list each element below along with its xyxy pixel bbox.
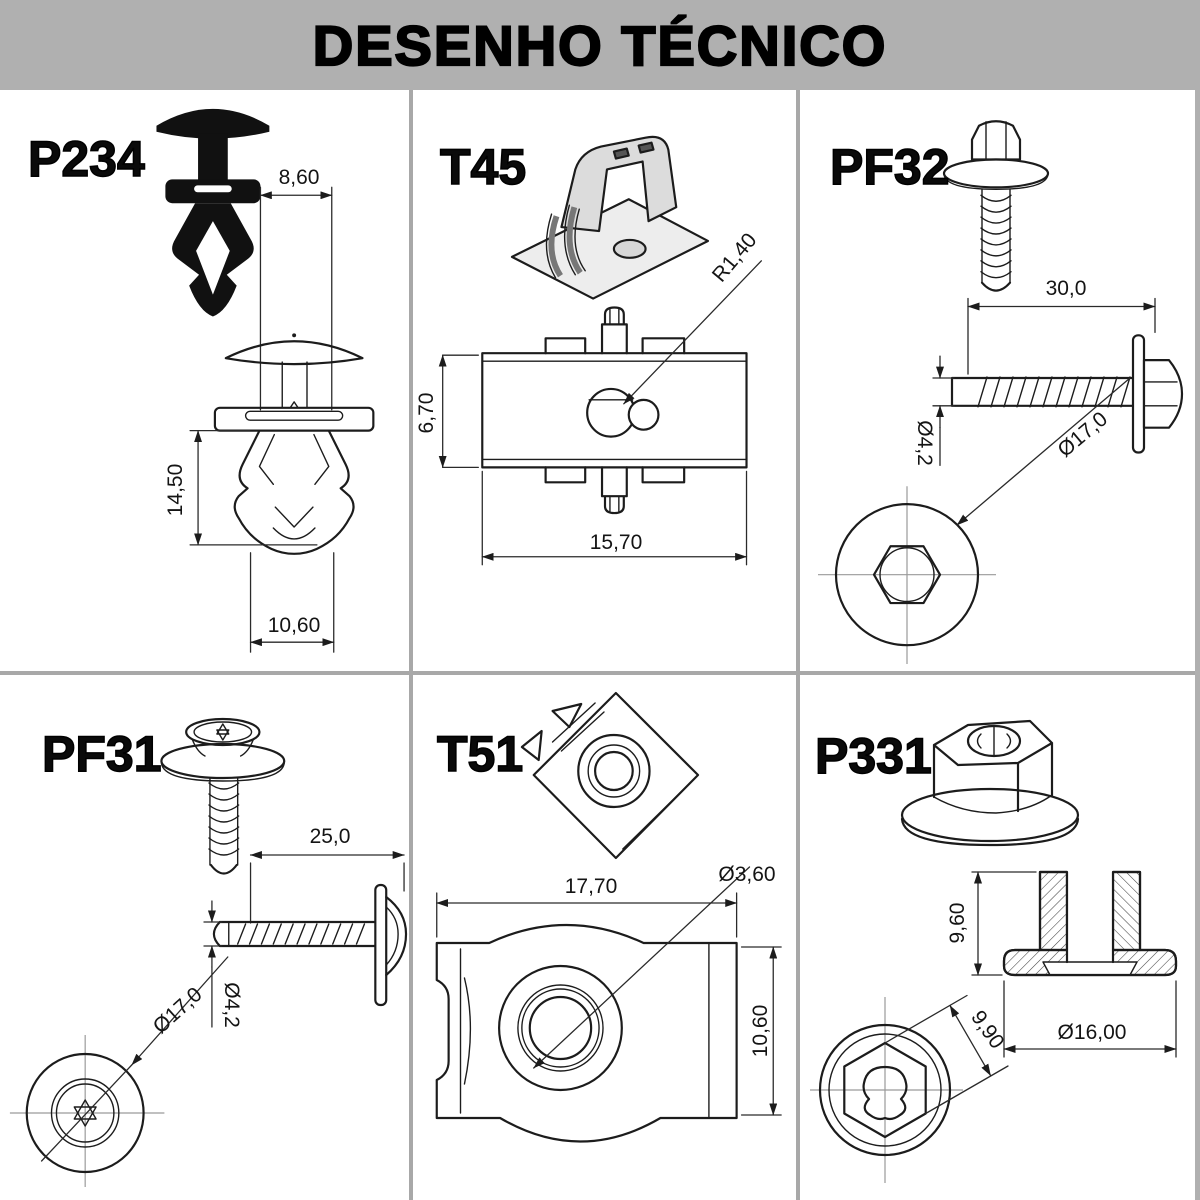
- dim-t51-width: 17,70: [564, 875, 618, 898]
- dim-p234-bottom-width: 10,60: [267, 614, 321, 637]
- page-title: DESENHO TÉCNICO: [312, 12, 888, 77]
- panel-p331: P331 9,60 9,90 Ø16,00: [800, 675, 1200, 1200]
- dim-pf32-length: 30,0: [1045, 277, 1087, 300]
- dim-pf31-shaft-diameter: Ø4,2: [220, 982, 243, 1028]
- t45-part-photo: [510, 135, 710, 300]
- pf32-part-front: [942, 120, 1050, 292]
- part-label-p331: P331: [814, 727, 932, 785]
- dim-t45-height: 6,70: [415, 392, 438, 434]
- part-label-pf32: PF32: [829, 138, 950, 196]
- part-label-p234: P234: [27, 130, 145, 188]
- title-band: DESENHO TÉCNICO: [0, 0, 1200, 90]
- pf31-part-front: [160, 717, 286, 875]
- p234-line-drawing: [189, 186, 375, 653]
- dim-p234-body-height: 14,50: [164, 463, 187, 517]
- t51-part-iso: [520, 691, 700, 860]
- t51-drawing: [435, 691, 782, 1143]
- dim-p331-flange-diameter: Ø16,00: [1057, 1021, 1127, 1044]
- dim-t51-height: 10,60: [749, 1004, 772, 1058]
- t45-drawing: [438, 135, 763, 566]
- dim-t51-hole-diameter: Ø3,60: [718, 863, 776, 886]
- dim-p234-top-width: 8,60: [278, 166, 320, 189]
- dim-pf32-shaft-diameter: Ø4,2: [913, 420, 936, 466]
- dim-t45-width: 15,70: [589, 531, 643, 554]
- part-label-t51: T51: [436, 725, 524, 783]
- pf31-line-drawing: [9, 851, 408, 1187]
- p331-part-iso: [900, 719, 1080, 847]
- p331-drawing: [810, 719, 1178, 1183]
- t51-line-drawing: [435, 866, 782, 1143]
- part-label-t45: T45: [439, 138, 527, 196]
- part-label-pf31: PF31: [41, 725, 162, 783]
- panel-pf31: PF31 25,0 Ø4,2 Ø17,0: [0, 675, 413, 1200]
- p234-part-photo: [156, 108, 270, 317]
- panel-t51: T51 17,70 Ø3,60 10,60: [413, 675, 800, 1200]
- panel-p234: P234 8,60 14,50 10,60: [0, 90, 413, 675]
- parts-grid: P234 8,60 14,50 10,60: [0, 90, 1200, 1200]
- dim-p331-height: 9,60: [946, 902, 969, 944]
- t45-line-drawing: [438, 260, 763, 566]
- pf32-line-drawing: [818, 297, 1184, 665]
- panel-pf32: PF32 30,0 Ø4,2 Ø17,0: [800, 90, 1200, 675]
- right-edge-strip: [1195, 0, 1200, 1200]
- p234-drawing: [156, 108, 375, 653]
- pf31-drawing: [9, 717, 408, 1187]
- dim-pf31-length: 25,0: [309, 825, 351, 848]
- pf32-drawing: [818, 120, 1184, 665]
- panel-t45: T45 R1,40 6,70 15,70: [413, 90, 800, 675]
- p331-line-drawing: [810, 870, 1178, 1183]
